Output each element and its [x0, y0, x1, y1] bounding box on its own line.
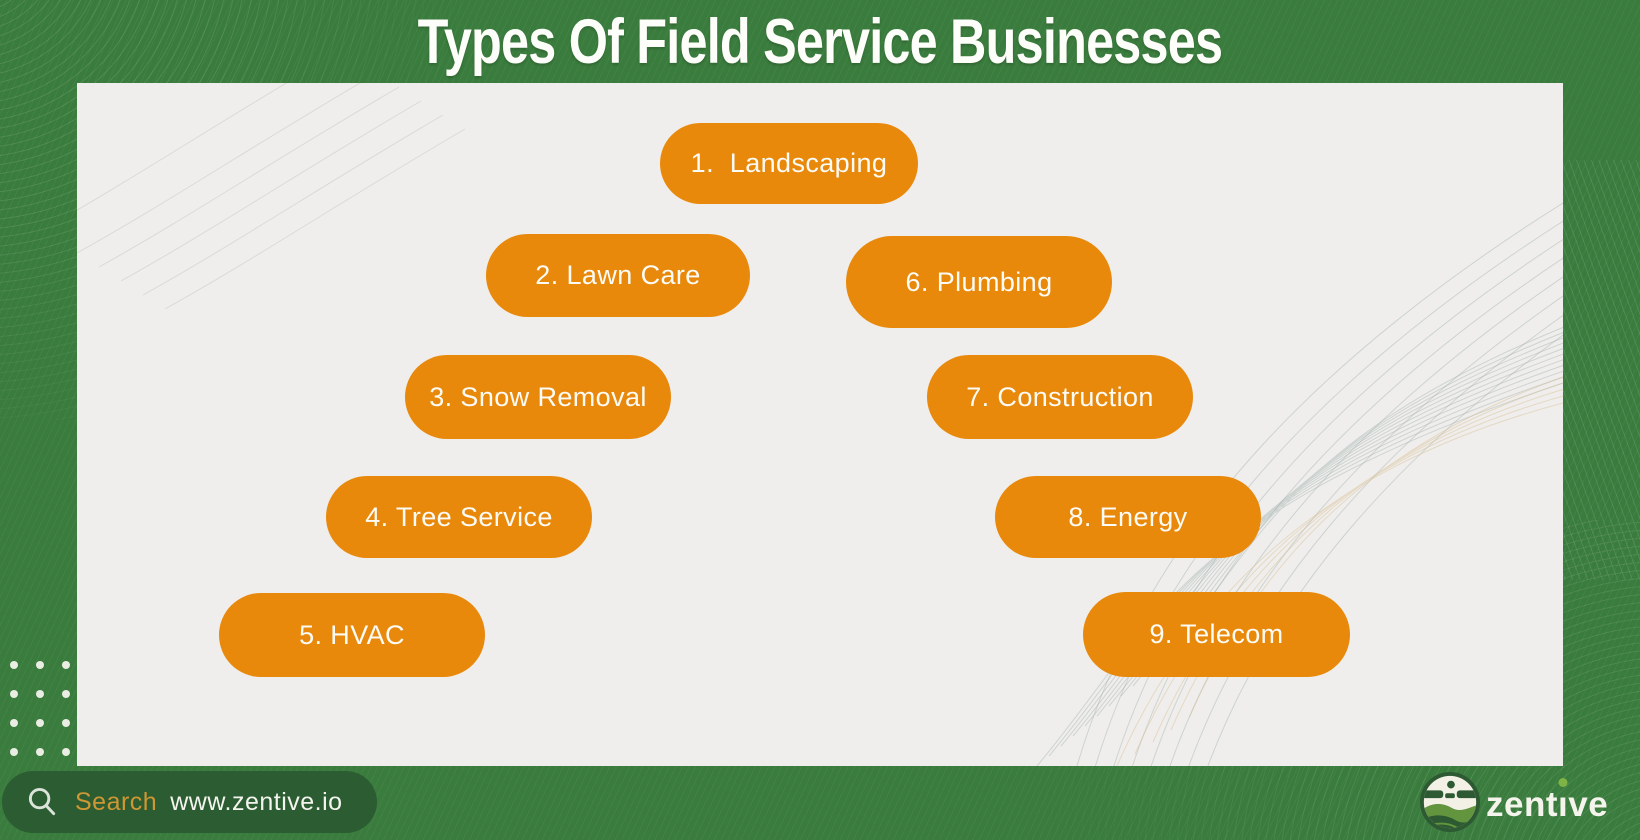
dot [10, 748, 18, 756]
list-item-snow-removal: 3. Snow Removal [405, 355, 671, 439]
list-item-lawn-care: 2. Lawn Care [486, 234, 750, 317]
dot [36, 661, 44, 669]
list-item-telecom: 9. Telecom [1083, 592, 1350, 677]
dot [62, 719, 70, 727]
list-item-hvac: 5. HVAC [219, 593, 485, 677]
list-item-construction: 7. Construction [927, 355, 1193, 439]
dot [62, 661, 70, 669]
brand-post: ve [1568, 784, 1609, 824]
list-item-tree-service: 4. Tree Service [326, 476, 592, 558]
dot [10, 690, 18, 698]
search-input[interactable]: Search www.zentive.io [2, 771, 377, 833]
page-title: Types Of Field Service Businesses [77, 0, 1563, 83]
dot-grid-decoration [10, 661, 70, 756]
brand-i: ı [1558, 784, 1569, 824]
panel-swirl-decoration [77, 83, 1563, 766]
right-edge-wave-decoration [1550, 160, 1640, 580]
dot [36, 690, 44, 698]
magnifier-icon [26, 786, 59, 819]
dot [36, 748, 44, 756]
content-panel: 1. Landscaping 2. Lawn Care 3. Snow Remo… [77, 83, 1563, 766]
list-item-energy: 8. Energy [995, 476, 1261, 558]
list-item-landscaping: 1. Landscaping [660, 123, 918, 204]
page-title-text: Types Of Field Service Businesses [417, 6, 1223, 77]
dot [62, 748, 70, 756]
dot [10, 719, 18, 727]
dot [36, 719, 44, 727]
dot [62, 690, 70, 698]
search-url-text: www.zentive.io [170, 787, 343, 816]
list-item-plumbing: 6. Plumbing [846, 236, 1112, 328]
zentive-logo-icon [1419, 771, 1481, 838]
search-label: Search [75, 787, 158, 816]
brand-pre: zent [1486, 784, 1558, 824]
dot [10, 661, 18, 669]
